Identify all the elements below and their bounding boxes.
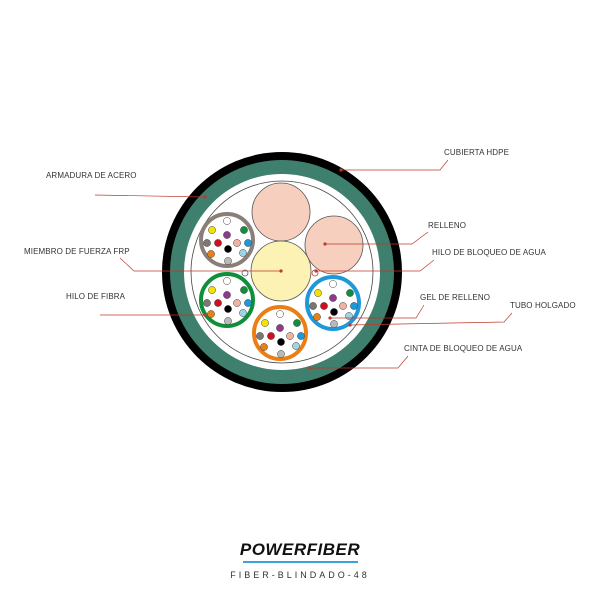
- label-armadura: ARMADURA DE ACERO: [46, 171, 137, 180]
- label-miembro: MIEMBRO DE FUERZA FRP: [24, 247, 130, 256]
- leader-line: [119, 257, 281, 272]
- leader-dot: [339, 168, 343, 172]
- fiber: [330, 308, 338, 316]
- fiber: [309, 302, 317, 310]
- fiber: [203, 239, 211, 247]
- fiber: [240, 226, 248, 234]
- fiber: [239, 309, 247, 317]
- fiber: [240, 286, 248, 294]
- filler-rod: [304, 215, 364, 275]
- leader-line: [316, 259, 435, 272]
- fiber: [214, 239, 222, 247]
- fiber: [320, 302, 328, 310]
- fiber: [208, 226, 216, 234]
- fiber: [223, 217, 231, 225]
- fiber: [244, 299, 252, 307]
- fiber: [277, 350, 285, 358]
- fiber: [346, 289, 354, 297]
- label-cinta: CINTA DE BLOQUEO DE AGUA: [404, 344, 523, 353]
- brand-underline: [243, 561, 358, 563]
- leader-dot: [328, 316, 332, 320]
- fiber: [224, 305, 232, 313]
- brand-logo: POWERFIBER: [239, 540, 361, 559]
- leader-dot: [314, 269, 318, 273]
- fiber: [224, 317, 232, 325]
- leader-line: [310, 355, 409, 369]
- fiber: [313, 313, 321, 321]
- product-code: FIBER-BLINDADO-48: [230, 570, 370, 580]
- leader-dot: [203, 313, 207, 317]
- label-gel: GEL DE RELLENO: [420, 293, 491, 302]
- fiber: [276, 310, 284, 318]
- fiber: [207, 250, 215, 258]
- fiber: [277, 338, 285, 346]
- leader-dot: [323, 242, 327, 246]
- leader-line: [330, 304, 425, 319]
- leader-line: [341, 159, 449, 171]
- leader-line: [325, 231, 429, 245]
- fiber: [267, 332, 275, 340]
- fiber: [224, 257, 232, 265]
- label-cubierta: CUBIERTA HDPE: [444, 148, 510, 157]
- fiber: [261, 319, 269, 327]
- fiber: [223, 231, 231, 239]
- fiber: [329, 294, 337, 302]
- label-hilo-bloqueo: HILO DE BLOQUEO DE AGUA: [432, 248, 546, 257]
- label-relleno: RELLENO: [428, 221, 467, 230]
- leader-dot: [348, 323, 352, 327]
- leader-dot: [203, 195, 207, 199]
- fiber: [203, 299, 211, 307]
- fiber: [329, 280, 337, 288]
- fiber: [314, 289, 322, 297]
- fiber: [239, 249, 247, 257]
- fiber: [223, 291, 231, 299]
- label-tubo: TUBO HOLGADO: [510, 301, 576, 310]
- leader-line: [94, 194, 206, 198]
- fiber: [207, 310, 215, 318]
- fiber: [208, 286, 216, 294]
- filler-rod: [251, 182, 311, 242]
- fiber: [233, 239, 241, 247]
- fiber: [297, 332, 305, 340]
- fiber: [276, 324, 284, 332]
- fiber: [350, 302, 358, 310]
- label-hilo-fibra: HILO DE FIBRA: [66, 292, 126, 301]
- leader-line: [349, 312, 513, 326]
- fiber: [214, 299, 222, 307]
- fiber: [293, 319, 301, 327]
- fiber: [345, 312, 353, 320]
- fiber: [339, 302, 347, 310]
- fiber: [223, 277, 231, 285]
- fiber: [233, 299, 241, 307]
- leader-dot: [308, 366, 312, 370]
- fiber: [224, 245, 232, 253]
- fiber: [330, 320, 338, 328]
- fiber: [256, 332, 264, 340]
- fiber: [292, 342, 300, 350]
- water-blocking-yarn: [241, 269, 249, 277]
- leader-dot: [279, 269, 283, 273]
- fiber: [286, 332, 294, 340]
- fiber: [260, 343, 268, 351]
- fiber: [244, 239, 252, 247]
